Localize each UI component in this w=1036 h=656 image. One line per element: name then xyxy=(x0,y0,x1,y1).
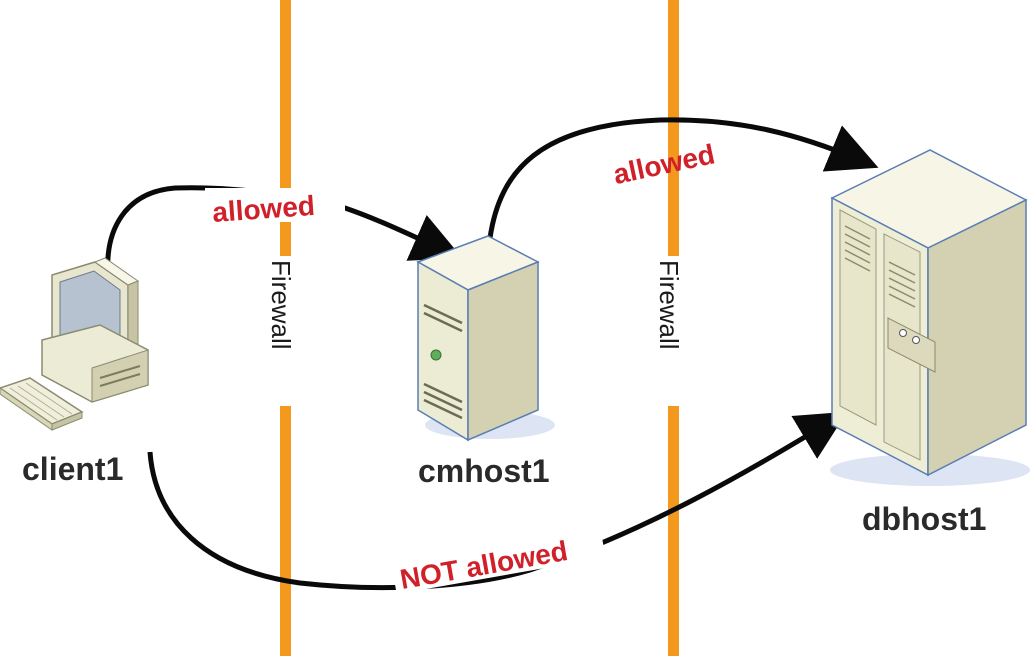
firewall-right-label: Firewall xyxy=(654,260,684,350)
svg-text:allowed: allowed xyxy=(211,190,316,228)
firewall-left-label: Firewall xyxy=(266,260,296,350)
edge-cmhost-to-dbhost xyxy=(487,117,879,239)
server-tower-icon xyxy=(416,235,555,442)
dbhost1-label: dbhost1 xyxy=(862,501,986,537)
desktop-computer-icon xyxy=(0,257,149,431)
cmhost1-label: cmhost1 xyxy=(418,453,550,489)
edge-label-allowed-1: allowed xyxy=(205,188,345,228)
client1-label: client1 xyxy=(22,451,123,487)
firewall-left: Firewall xyxy=(266,0,302,656)
edge-label-allowed-2: allowed xyxy=(611,138,718,190)
svg-text:allowed: allowed xyxy=(611,138,718,190)
firewall-right: Firewall xyxy=(654,0,690,656)
edge-label-not-allowed: NOT allowed xyxy=(390,521,606,595)
large-server-icon xyxy=(830,149,1030,486)
